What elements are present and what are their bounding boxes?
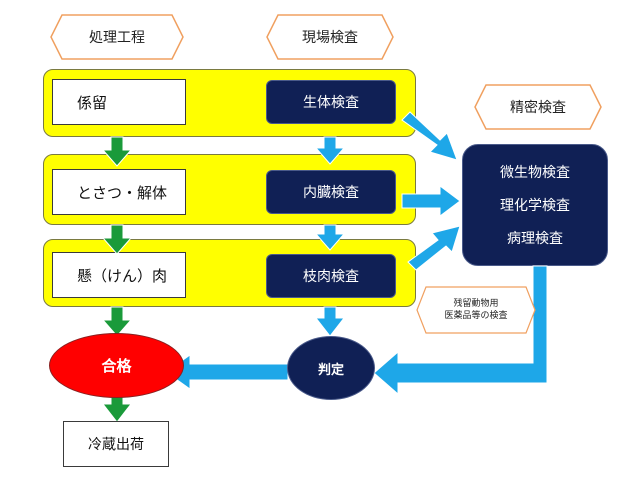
blue-right-arrow-icon — [401, 185, 461, 217]
detailed-inspection-chemical: 理化学検査 — [500, 197, 570, 214]
pass-node: 合格 — [49, 333, 184, 398]
blue-diagonal-arrow-icon — [407, 225, 461, 271]
blue-down-arrow-icon — [314, 224, 346, 251]
shipment-box: 冷蔵出荷 — [63, 421, 169, 467]
process-step-label: とさつ・解体 — [77, 183, 168, 202]
blue-down-arrow-icon — [314, 136, 346, 165]
onsite-inspection-live: 生体検査 — [266, 80, 396, 124]
green-down-arrow-icon — [101, 306, 133, 337]
detailed-inspection-pathology: 病理検査 — [507, 231, 563, 248]
pass-label: 合格 — [101, 357, 132, 375]
blue-return-arrow-icon — [373, 265, 548, 396]
shipment-label: 冷蔵出荷 — [88, 437, 144, 453]
residue-note-line-1: 残留動物用 — [453, 299, 499, 309]
process-step-slaughter: とさつ・解体 — [52, 169, 186, 215]
judgement-node: 判定 — [287, 336, 375, 400]
green-down-arrow-icon — [101, 136, 133, 167]
hexagon-shape-icon — [50, 14, 184, 60]
process-header: 処理工程 — [50, 14, 184, 60]
green-down-arrow-icon — [101, 224, 133, 255]
hexagon-shape-icon — [266, 14, 394, 60]
blue-left-arrow-icon — [165, 354, 289, 390]
onsite-header: 現場検査 — [266, 14, 394, 60]
detailed-inspection-microbial: 微生物検査 — [500, 164, 570, 181]
detailed-header: 精密検査 — [474, 84, 602, 130]
onsite-inspection-label: 生体検査 — [303, 95, 359, 111]
detailed-inspections-box: 微生物検査 理化学検査 病理検査 — [462, 144, 608, 266]
process-step-mooring: 係留 — [52, 79, 186, 125]
judgement-label: 判定 — [317, 362, 344, 378]
process-step-label: 係留 — [77, 93, 108, 112]
residue-note-text: 残留動物用 医薬品等の検査 — [420, 298, 532, 322]
hexagon-shape-icon — [474, 84, 602, 130]
process-header-label: 処理工程 — [89, 30, 145, 46]
onsite-inspection-organ: 内臓検査 — [266, 170, 396, 214]
process-step-hanging: 懸（けん）肉 — [52, 252, 186, 298]
onsite-header-label: 現場検査 — [302, 30, 358, 46]
blue-diagonal-arrow-icon — [401, 111, 458, 161]
onsite-inspection-label: 内臓検査 — [303, 185, 359, 201]
hexagon-shape-icon — [416, 286, 536, 334]
residue-note-line-2: 医薬品等の検査 — [444, 311, 508, 321]
onsite-inspection-label: 枝肉検査 — [303, 269, 359, 285]
process-step-label: 懸（けん）肉 — [77, 266, 168, 285]
detailed-header-label: 精密検査 — [510, 100, 566, 116]
blue-down-arrow-icon — [314, 306, 346, 337]
onsite-inspection-carcass: 枝肉検査 — [266, 254, 396, 298]
residue-note-shape — [416, 286, 536, 334]
